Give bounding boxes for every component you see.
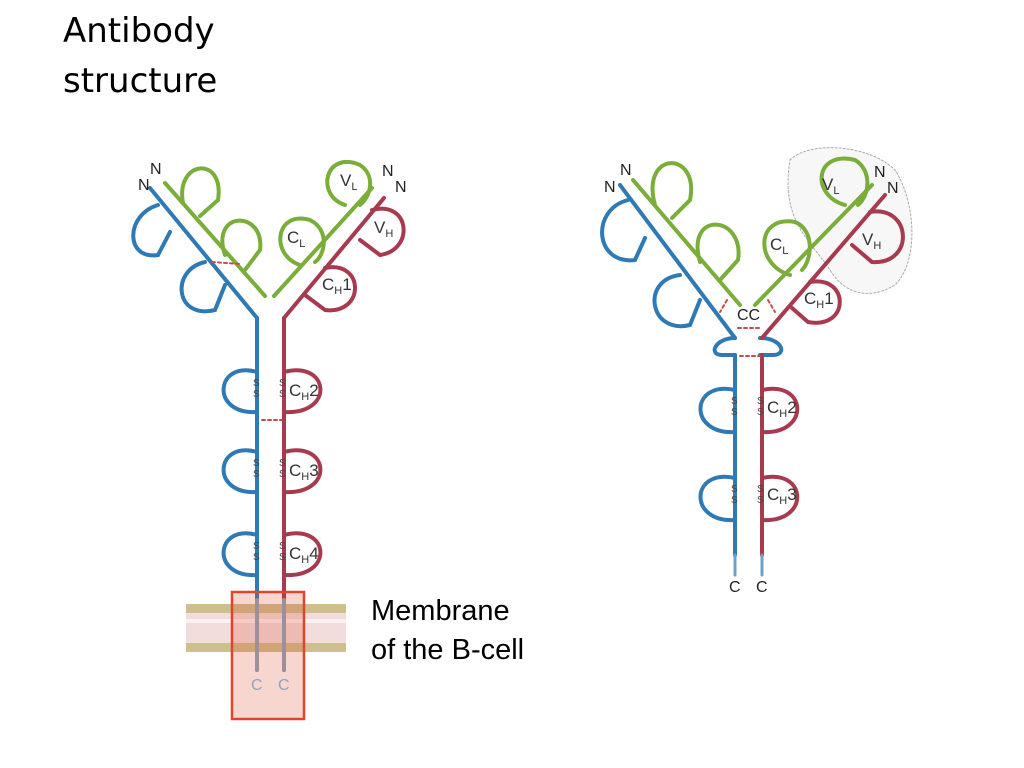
ch3-label: CH3 xyxy=(289,461,319,483)
vh-loop-right xyxy=(358,206,406,258)
ch1-loop-right xyxy=(303,265,357,313)
disulfide-label: S xyxy=(757,396,764,407)
disulfide-label: S xyxy=(253,541,260,552)
vl-loop-left-2 xyxy=(650,161,694,220)
ch1-label: CH1 xyxy=(804,289,834,311)
vh-loop-right-2 xyxy=(850,209,905,265)
hinge xyxy=(712,336,784,357)
n-terminus-label: N xyxy=(620,162,632,179)
left-arm-heavy-2 xyxy=(618,183,737,340)
caption-line-2: of the B-cell xyxy=(371,634,525,666)
ch3-loop-red xyxy=(282,448,323,495)
disulfide-label: S xyxy=(279,541,286,552)
disulfide-label: S xyxy=(279,389,286,400)
n-terminus-label: N xyxy=(150,161,162,178)
vl-label: VL xyxy=(822,175,839,197)
ch4-loop-red xyxy=(282,531,323,578)
vl-loop-left xyxy=(180,166,221,218)
ch1-loop-left-2 xyxy=(652,273,702,329)
disulfide-label: S xyxy=(731,484,738,495)
ch3-loop-blue-2 xyxy=(698,474,737,523)
ch1-loop-left xyxy=(179,260,227,314)
right-arm-heavy-2 xyxy=(760,193,887,340)
membrane-antibody xyxy=(131,160,406,721)
n-terminus-label: N xyxy=(382,163,394,180)
cl-label: CL xyxy=(770,235,788,257)
cl-loop-left xyxy=(220,218,263,272)
disulfide-label: S xyxy=(253,458,260,469)
ch2-loop-blue-2 xyxy=(698,386,737,435)
c-terminus-label: C xyxy=(251,677,263,694)
vl-label: VL xyxy=(340,171,357,193)
disulfide-label: S xyxy=(279,458,286,469)
n-terminus-label: N xyxy=(604,179,616,196)
title-line-2: structure xyxy=(63,61,218,101)
disulfide-label: S xyxy=(279,552,286,563)
vh-label: VH xyxy=(862,230,881,252)
left-arm-light-2 xyxy=(631,178,742,307)
ch2-label: CH2 xyxy=(767,398,797,420)
title-line-1: Antibody xyxy=(63,11,215,51)
disulfide-label: S xyxy=(253,552,260,563)
cl-label: CL xyxy=(287,228,305,250)
disulfide-label: S xyxy=(253,389,260,400)
vl-loop-right-2 xyxy=(819,156,870,207)
cell-membrane xyxy=(186,604,346,652)
n-terminus-label: N xyxy=(874,164,886,181)
n-terminus-label: N xyxy=(395,179,407,196)
disulfide-label: S xyxy=(731,407,738,418)
c-terminus-label: C xyxy=(729,579,741,596)
membrane-caption: Membrane of the B-cell xyxy=(371,592,524,670)
disulfide-label: S xyxy=(757,407,764,418)
disulfide-label: S xyxy=(731,495,738,506)
vh-label: VH xyxy=(374,218,393,240)
ch2-loop-red xyxy=(282,368,323,415)
right-arm-light-2 xyxy=(753,183,874,307)
disulfide-label: S xyxy=(731,396,738,407)
ch2-label: CH2 xyxy=(289,381,319,403)
ch1-loop-right-2 xyxy=(790,279,842,325)
disulfide-label: S xyxy=(279,378,286,389)
vl-loop-right xyxy=(325,160,373,207)
ch3-loop-blue xyxy=(221,448,259,495)
left-arm-heavy xyxy=(148,186,259,320)
ch2-loop-blue xyxy=(221,368,259,415)
disulfide-label: S xyxy=(757,495,764,506)
right-arm-heavy xyxy=(282,196,386,320)
disulfide-label: S xyxy=(279,469,286,480)
ch3-loop-red-2 xyxy=(760,474,800,523)
c-terminus-label: C xyxy=(278,677,290,694)
hinge-cc-label: CC xyxy=(737,307,760,324)
vh-loop-left xyxy=(131,203,172,258)
secreted-antibody-labels: N N N N VL VH CL CH1 CH2 CH3 CC S S S S … xyxy=(604,162,899,596)
variable-region-outline xyxy=(787,147,913,294)
cl-loop-right xyxy=(278,216,326,267)
n-terminus-label: N xyxy=(887,180,899,197)
left-arm-light xyxy=(163,181,267,298)
ch4-label: CH4 xyxy=(289,544,319,566)
slide-title: Antibody structure xyxy=(63,6,217,106)
ch1-label: CH1 xyxy=(322,275,352,297)
c-terminus-label: C xyxy=(756,579,768,596)
cl-loop-left-2 xyxy=(695,222,741,282)
cl-loop-right-2 xyxy=(762,219,812,277)
ch4-loop-blue xyxy=(221,531,259,578)
transmembrane-highlight xyxy=(230,590,306,721)
n-terminus-label: N xyxy=(138,177,150,194)
membrane-antibody-labels: N N N N VL VH CL CH1 CH2 CH3 CH4 S S S S… xyxy=(138,161,407,694)
ch3-label: CH3 xyxy=(767,485,797,507)
secreted-antibody xyxy=(600,147,913,577)
disulfide-label: S xyxy=(253,378,260,389)
ch2-loop-red-2 xyxy=(760,386,800,435)
vh-loop-left-2 xyxy=(600,198,647,263)
caption-line-1: Membrane xyxy=(371,595,510,627)
disulfide-label: S xyxy=(757,484,764,495)
disulfide-label: S xyxy=(253,469,260,480)
